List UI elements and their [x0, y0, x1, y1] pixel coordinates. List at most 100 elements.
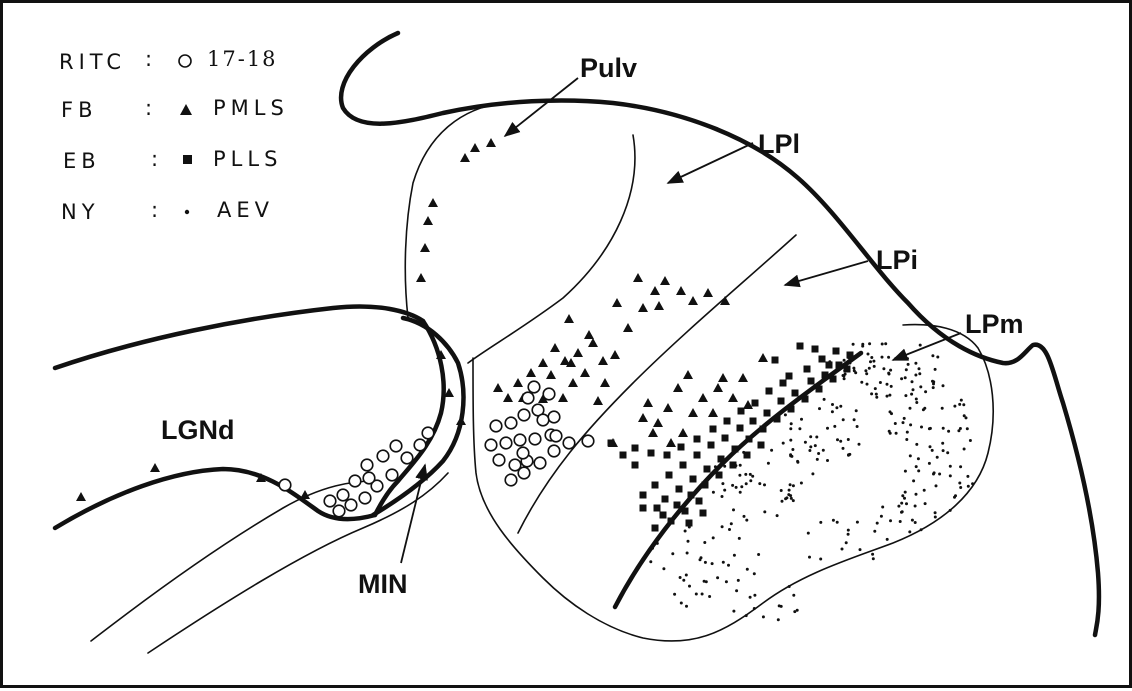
- ny-dot-marker: [809, 435, 812, 438]
- legend-sep: :: [151, 147, 163, 171]
- ny-dot-marker: [791, 448, 794, 451]
- ny-dot-marker: [915, 443, 918, 446]
- ny-dot-marker: [833, 425, 836, 428]
- ny-dot-marker: [800, 418, 803, 421]
- fb-triangle-marker: [738, 373, 748, 382]
- ny-dot-marker: [949, 509, 952, 512]
- ny-dot-marker: [703, 580, 706, 583]
- ritc-circle-marker: [401, 452, 413, 464]
- ny-dot-marker: [856, 521, 859, 524]
- ny-dot-marker: [792, 594, 795, 597]
- ny-dot-marker: [954, 494, 957, 497]
- ritc-circle-marker: [333, 505, 345, 517]
- ny-dot-marker: [960, 399, 963, 402]
- ny-dot-marker: [881, 506, 884, 509]
- ny-dot-marker: [959, 427, 962, 430]
- ny-dot-marker: [711, 562, 714, 565]
- ny-dot-marker: [923, 489, 926, 492]
- fb-triangle-marker: [538, 358, 548, 367]
- ny-dot-marker: [841, 548, 844, 551]
- ny-dot-marker: [888, 394, 891, 397]
- ny-dot-marker: [722, 561, 725, 564]
- ny-dot-marker: [808, 449, 811, 452]
- fb-triangle-marker: [660, 276, 670, 285]
- ny-dot-marker: [966, 475, 969, 478]
- region-labels: Pulv LPl LPi LPm LGNd MIN: [161, 53, 1024, 599]
- ny-dot-marker: [682, 579, 685, 582]
- fb-triangle-marker: [550, 343, 560, 352]
- ny-dot-marker: [909, 423, 912, 426]
- ny-dot-marker: [842, 447, 845, 450]
- fb-triangle-marker: [564, 314, 574, 323]
- ny-dot-marker: [905, 438, 908, 441]
- ny-dot-marker: [895, 432, 898, 435]
- ny-dot-marker: [915, 493, 918, 496]
- ny-dot-marker: [839, 405, 842, 408]
- ny-dot-marker: [902, 421, 905, 424]
- ny-dot-marker: [886, 383, 889, 386]
- ny-dot-marker: [790, 422, 793, 425]
- ny-dot-marker: [936, 356, 939, 359]
- ny-dot-marker: [831, 410, 834, 413]
- lgn-dorsal-body-outline: [373, 318, 463, 515]
- ny-dot-marker: [890, 385, 893, 388]
- ny-dot-marker: [809, 445, 812, 448]
- ny-dot-marker: [770, 449, 773, 452]
- eb-square-marker: [797, 343, 804, 350]
- ny-dot-marker: [735, 589, 738, 592]
- eb-square-marker: [826, 362, 833, 369]
- fb-triangle-marker: [708, 408, 718, 417]
- ny-dot-marker: [949, 465, 952, 468]
- ny-dot-marker: [818, 407, 821, 410]
- ny-dot-marker: [800, 482, 803, 485]
- eb-square-marker: [654, 505, 661, 512]
- ny-dot-marker: [673, 593, 676, 596]
- thin-outlines: [91, 103, 993, 653]
- ny-dot-marker: [743, 515, 746, 518]
- fb-triangle-marker: [150, 463, 160, 472]
- label-lgnd: LGNd: [161, 415, 235, 445]
- ny-dot-marker: [880, 515, 883, 518]
- fb-triangle-marker: [633, 273, 643, 282]
- ny-dot-marker: [745, 482, 748, 485]
- ny-dot-marker: [906, 357, 909, 360]
- ny-dot-marker: [792, 499, 795, 502]
- fb-triangle-marker: [638, 413, 648, 422]
- ritc-circle-marker: [485, 439, 497, 451]
- ny-dot-marker: [934, 511, 937, 514]
- ny-dot-marker: [889, 519, 892, 522]
- label-lpi: LPi: [876, 245, 918, 275]
- legend-tracer: NY: [61, 200, 100, 224]
- ny-dot-marker: [941, 407, 944, 410]
- ny-dot-marker: [704, 561, 707, 564]
- ny-dot-marker: [796, 461, 799, 464]
- ny-dot-marker: [953, 405, 956, 408]
- ny-dot-marker: [904, 470, 907, 473]
- ny-dot-marker: [776, 514, 779, 517]
- fb-triangle-marker: [503, 393, 513, 402]
- eb-square-marker: [737, 425, 744, 432]
- ny-dot-marker: [861, 343, 864, 346]
- fb-triangle-marker: [513, 378, 523, 387]
- eb-square-marker: [758, 442, 765, 449]
- ny-dot-marker: [712, 536, 715, 539]
- ny-dot-marker: [875, 396, 878, 399]
- ny-dot-marker: [780, 489, 783, 492]
- ny-dot-marker: [789, 494, 792, 497]
- ny-dot-marker: [723, 489, 726, 492]
- ny-dot-marker: [875, 393, 878, 396]
- ny-dot-marker: [849, 362, 852, 365]
- eb-square-marker: [652, 482, 659, 489]
- ny-dot-marker: [700, 556, 703, 559]
- ny-dot-marker: [949, 474, 952, 477]
- ny-dot-marker: [784, 413, 787, 416]
- fb-triangle-marker: [676, 286, 686, 295]
- ny-dot-marker: [914, 362, 917, 365]
- fb-triangle-marker: [663, 403, 673, 412]
- eb-square-marker: [680, 462, 687, 469]
- ny-dot-marker: [842, 418, 845, 421]
- ny-dot-marker: [924, 502, 927, 505]
- ritc-circle-marker: [422, 427, 434, 439]
- ny-dot-marker: [882, 367, 885, 370]
